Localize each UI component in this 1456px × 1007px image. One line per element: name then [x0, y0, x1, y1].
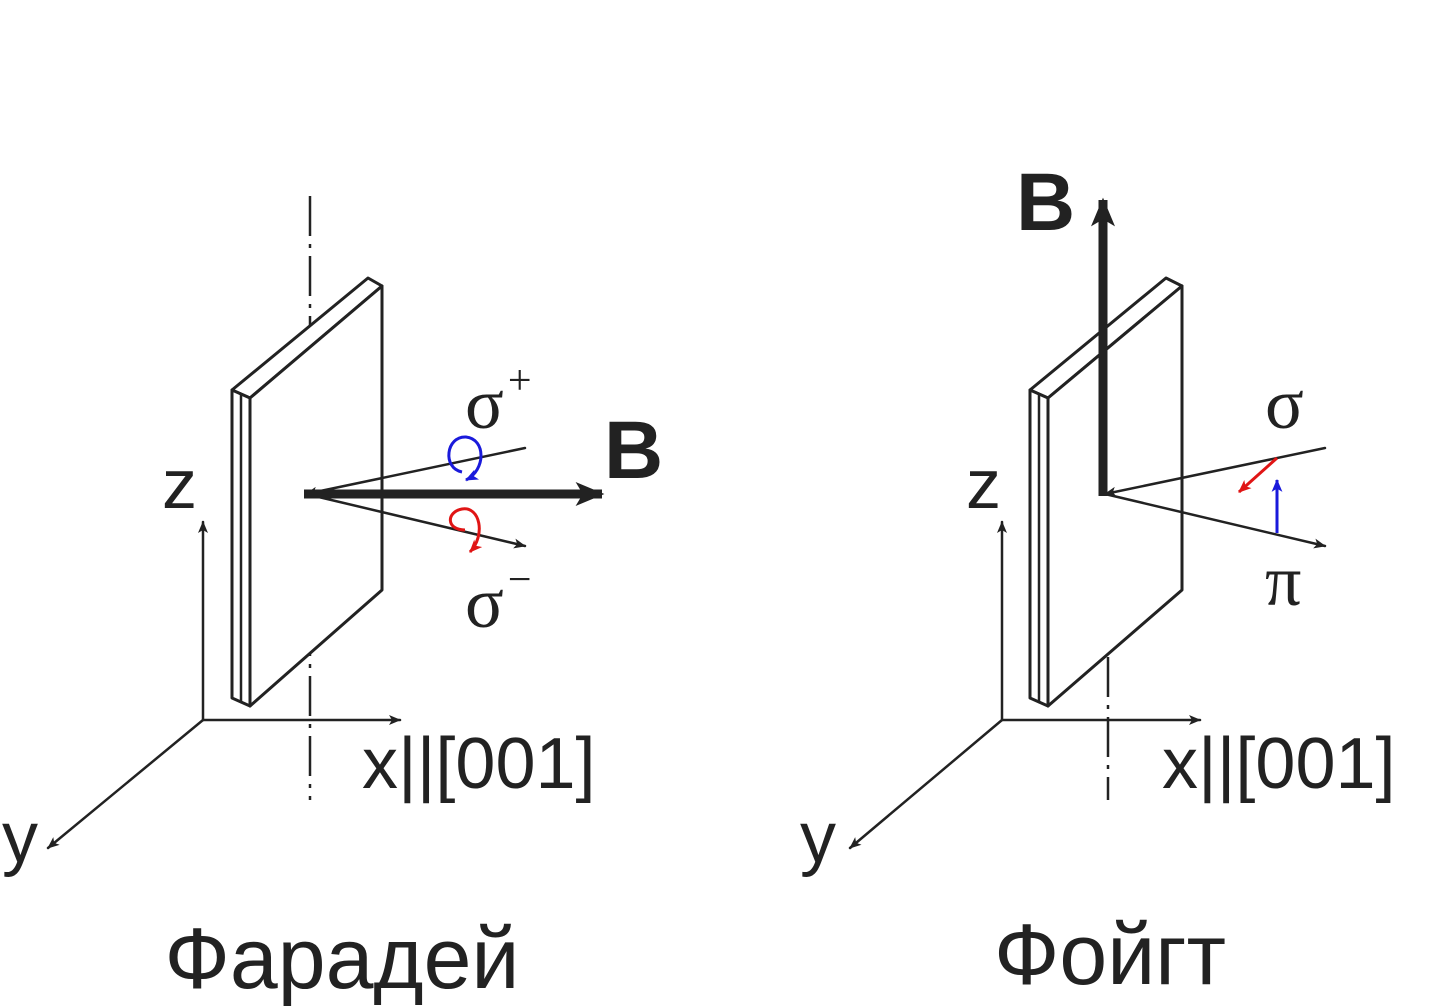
pi-label: π — [1265, 541, 1301, 621]
voigt-y-axis — [848, 718, 1004, 850]
voigt-y-label: y — [800, 798, 836, 878]
faraday-panel: σ+ σ− B z x||[001] y Фарадей — [2, 196, 663, 1007]
sigma-plus-label: σ+ — [465, 358, 532, 444]
faraday-z-label: z — [162, 445, 197, 523]
faraday-b-label: B — [604, 405, 663, 496]
sigma-plus-circular-icon — [447, 435, 483, 482]
voigt-incident-ray — [1103, 446, 1327, 497]
voigt-title: Фойгт — [994, 907, 1226, 1003]
voigt-z-label: z — [966, 445, 1001, 523]
faraday-incident-ray — [304, 446, 527, 497]
voigt-panel: σ π B z x||[001] y Фойгт — [800, 157, 1396, 1003]
faraday-y-axis — [46, 718, 205, 850]
voigt-reflected-ray — [1103, 492, 1327, 549]
voigt-x-label: x||[001] — [1162, 724, 1396, 804]
voigt-axes — [848, 520, 1202, 850]
sigma-minus-label: σ− — [465, 557, 532, 643]
sigma-label: σ — [1265, 364, 1304, 444]
sigma-minus-circular-icon — [448, 507, 483, 554]
faraday-axes — [46, 520, 402, 850]
sigma-polarization-arrow — [1237, 456, 1279, 494]
faraday-title: Фарадей — [165, 911, 520, 1007]
faraday-x-label: x||[001] — [362, 724, 596, 804]
voigt-b-label: B — [1016, 157, 1075, 248]
faraday-y-label: y — [2, 798, 38, 878]
faraday-reflected-ray — [304, 492, 527, 549]
